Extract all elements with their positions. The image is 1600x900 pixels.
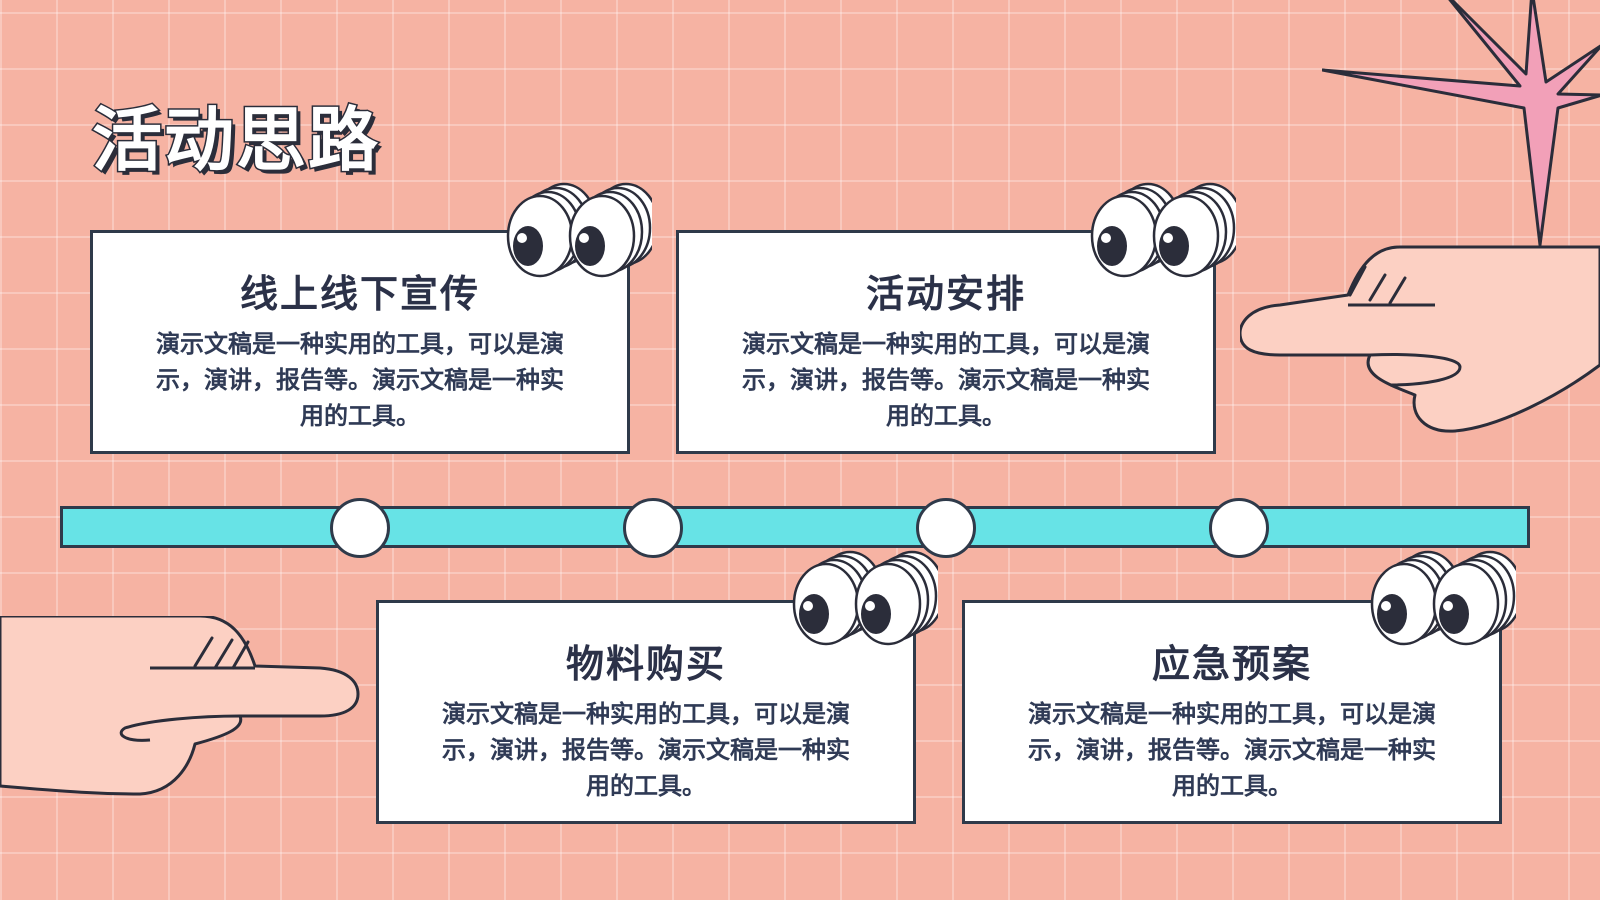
card-title: 物料购买 (565, 642, 726, 686)
card-title: 应急预案 (1151, 642, 1312, 686)
card-text: 演示文稿是一种实用的工具，可以是演示，演讲，报告等。演示文稿是一种实用的工具。 (1028, 700, 1436, 800)
card-title: 活动安排 (865, 272, 1026, 316)
card-text: 演示文稿是一种实用的工具，可以是演示，演讲，报告等。演示文稿是一种实用的工具。 (442, 700, 850, 800)
card-schedule: 活动安排 演示文稿是一种实用的工具，可以是演示，演讲，报告等。演示文稿是一种实用… (676, 230, 1216, 454)
pointing-hand-right-icon (1240, 245, 1600, 433)
timeline-bar (60, 506, 1530, 548)
star-icon (1322, 0, 1600, 247)
pointing-hand-left-icon (0, 616, 360, 796)
timeline-node (623, 498, 683, 558)
timeline-node (1209, 498, 1269, 558)
card-title: 线上线下宣传 (239, 272, 480, 316)
card-text: 演示文稿是一种实用的工具，可以是演示，演讲，报告等。演示文稿是一种实用的工具。 (742, 330, 1150, 430)
card-text: 演示文稿是一种实用的工具，可以是演示，演讲，报告等。演示文稿是一种实用的工具。 (156, 330, 564, 430)
googly-eyes-icon (506, 182, 652, 278)
timeline-node (916, 498, 976, 558)
googly-eyes-icon (1370, 550, 1516, 646)
page-title: 活动思路 (91, 98, 380, 183)
googly-eyes-icon (792, 550, 938, 646)
googly-eyes-icon (1090, 182, 1236, 278)
timeline-node (330, 498, 390, 558)
